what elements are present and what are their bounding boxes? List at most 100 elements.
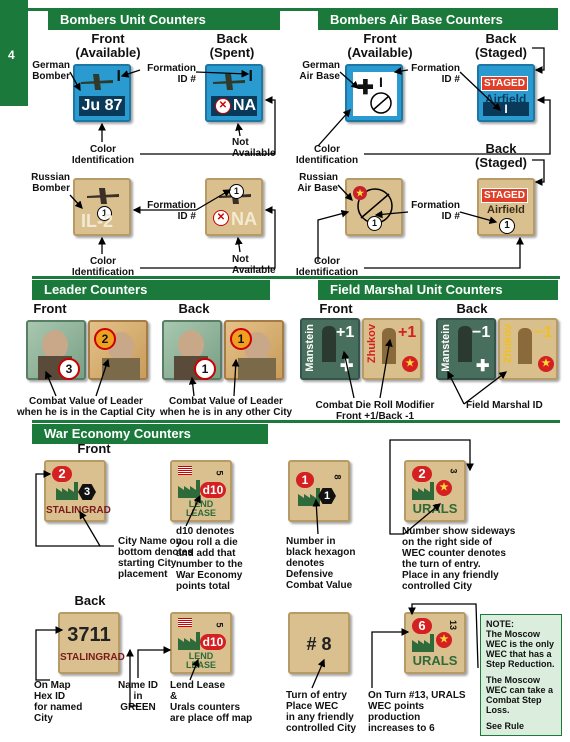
plane-icon (87, 188, 119, 204)
air-base-color-id-label-1: Color Identification (295, 144, 359, 166)
us-flag-icon (178, 466, 192, 475)
page-number: 4 (8, 48, 15, 62)
turn-8-back-label: # 8 (306, 634, 332, 654)
page-tab (0, 0, 28, 106)
note-see-rule: See Rule (486, 721, 525, 731)
red-star-icon: ★ (436, 632, 452, 648)
hex-caption: Number in black hexagon denotes Defensiv… (286, 536, 356, 591)
stalin-back-counter: 1 (224, 320, 284, 380)
manstein-front-value: +1 (336, 324, 355, 341)
field-marshal-modifier-caption: Combat Die Roll Modifier Front +1/Back -… (315, 400, 435, 422)
german-air-base-label: German Air Base (299, 60, 340, 82)
air-base-front-title: Front (Available) (347, 31, 413, 60)
air-base-formation-id-label-2: Formation ID # (411, 200, 460, 222)
airfield-icon (370, 92, 392, 114)
turn-entry-caption: Turn of entry Place WEC in any friendly … (286, 690, 357, 734)
stalingrad-hex-id: 3711 (67, 624, 111, 646)
bomber-formation-id-label-1: Formation ID # (147, 63, 196, 85)
ju87-label: Ju 87 (79, 96, 125, 116)
hitler-back-counter: 1 (162, 320, 222, 380)
stalin-front-counter: 2 (88, 320, 148, 380)
city-name-caption: City Name on bottom denotes starting Cit… (118, 536, 193, 580)
field-marshal-id-caption: Field Marshal ID (466, 400, 543, 411)
note-paragraph-1: NOTE: The Moscow WEC is the only WEC tha… (486, 619, 555, 669)
il2-label: IL-2 (81, 211, 114, 231)
factory-icon (178, 480, 200, 498)
iron-cross-icon: ✚ (357, 77, 374, 99)
bomber-color-id-label-1: Color Identification (71, 144, 135, 166)
iron-cross-icon: ✚ (476, 358, 490, 375)
no-plane-icon: ✕ (215, 98, 231, 114)
field-marshal-front-title: Front (319, 301, 353, 316)
manstein-back-counter: Manstein −1 ✚ (436, 318, 496, 380)
hex-id-caption: On Map Hex ID for named City (34, 680, 83, 724)
german-bomber-label: German Bomber (32, 60, 70, 82)
air-base-back-title: Back (Staged) (475, 31, 527, 60)
sideways-caption: Number show sideways on the right side o… (402, 526, 516, 592)
red-star-icon: ★ (436, 480, 452, 496)
ju87-back-counter: I ✕ NA (205, 64, 263, 122)
leader-back-title: Back (178, 301, 210, 316)
stalingrad-counter: 2 3 STALINGRAD (44, 460, 111, 522)
lend-lease-name: LEND LEASE (185, 499, 216, 518)
ju87-counter: I Ju 87 (73, 64, 131, 122)
russian-bomber-label: Russian Bomber (31, 172, 70, 194)
il2-back-counter: 1 ✕ NA (205, 178, 263, 236)
urals-points: 2 (412, 466, 432, 482)
factory-icon (412, 634, 434, 652)
soldier-icon (518, 328, 532, 364)
zhukov-front-value: +1 (398, 324, 417, 341)
il2-back-label: NA (231, 209, 257, 229)
factory-icon (412, 482, 434, 500)
russian-air-base-back-counter: STAGED Airfield 1 (477, 178, 535, 236)
rule-3 (32, 420, 560, 423)
urals-counter: 2 3 ★ URALS (404, 460, 466, 522)
ju87-formation-id: I (116, 68, 121, 85)
air-base-color-id-label-2: Color Identification (295, 256, 359, 278)
stalin-back-value: 1 (230, 328, 252, 350)
russian-air-base-counter: ★ 1 (345, 178, 403, 236)
stalingrad-points: 2 (52, 466, 72, 482)
portrait (42, 330, 68, 360)
german-air-base-id: I (379, 74, 383, 90)
section-header-field-marshal: Field Marshal Unit Counters (318, 280, 558, 300)
bomber-formation-id-label-2: Formation ID # (147, 200, 196, 222)
soldier-icon (458, 326, 472, 362)
staged-tag: STAGED (481, 188, 528, 203)
lend-lease-back-name: LEND LEASE (185, 651, 216, 670)
stalingrad-name: STALINGRAD (46, 505, 111, 516)
plane-icon (81, 74, 113, 90)
note-paragraph-2: The Moscow WEC can take a Combat Step Lo… (486, 675, 554, 715)
factory-icon (56, 482, 78, 500)
air-base-back-title-2: Back (Staged) (475, 141, 527, 170)
rule-2 (32, 276, 560, 279)
air-base-formation-id-label-1: Formation ID # (411, 63, 460, 85)
russian-air-base-label: Russian Air Base (297, 172, 338, 194)
moscow-note: NOTE: The Moscow WEC is the only WEC tha… (480, 614, 562, 736)
field-marshal-back-title: Back (456, 301, 488, 316)
d10-caption: d10 denotes you roll a die and add that … (176, 526, 243, 592)
war-economy-front-title: Front (77, 441, 111, 456)
war-economy-back-title: Back (74, 593, 106, 608)
manstein-back-value: −1 (472, 324, 491, 341)
german-air-base-back-counter: STAGED Airfield I (477, 64, 535, 122)
red-star-icon: ★ (402, 356, 418, 372)
urals-back-name: URALS (412, 653, 458, 668)
leader-front-title: Front (33, 301, 67, 316)
bomber-not-available-label-2: Not Available (232, 254, 276, 276)
section-header-bombers: Bombers Unit Counters (48, 10, 280, 30)
portrait (178, 330, 204, 360)
top-rule (28, 8, 558, 11)
zhukov-front-counter: Zhukov +1 ★ (362, 318, 422, 380)
stalin-front-value: 2 (94, 328, 116, 350)
stalingrad-back-counter: 3711 STALINGRAD (58, 612, 125, 674)
airfield-label: Airfield (487, 204, 525, 216)
urals-back-counter: 6 13 ★ URALS (404, 612, 466, 674)
bombers-front-title: Front (Available) (75, 31, 141, 60)
us-flag-icon (178, 618, 192, 627)
lend-lease-back-value: d10 (200, 634, 226, 650)
no-plane-icon: ✕ (213, 210, 229, 226)
